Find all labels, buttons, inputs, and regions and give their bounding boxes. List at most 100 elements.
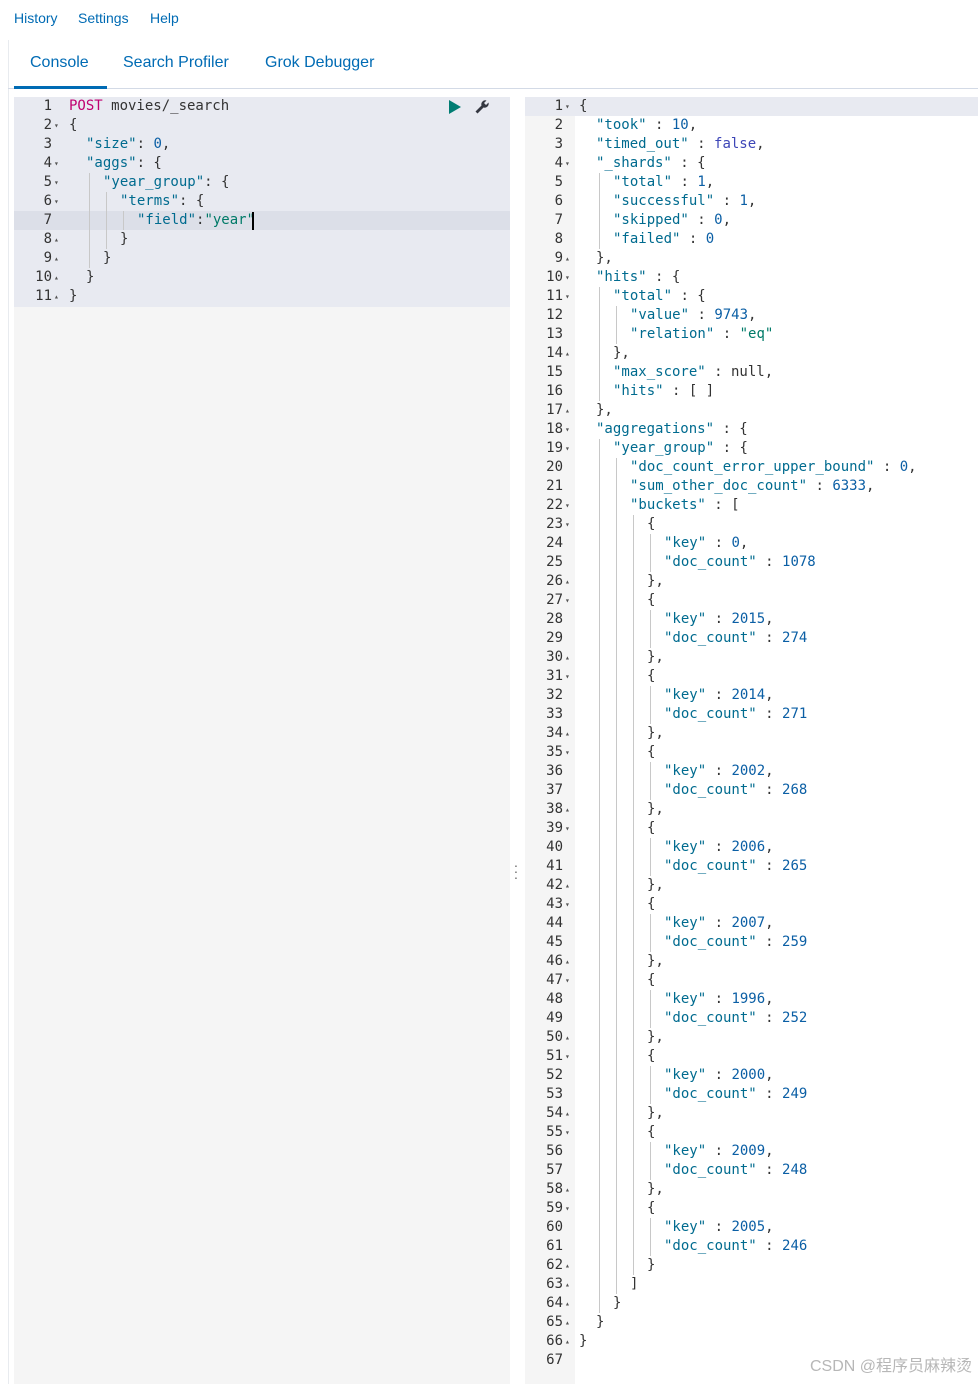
- fold-close-icon[interactable]: ▴: [54, 254, 59, 263]
- fold-close-icon[interactable]: ▴: [565, 805, 570, 814]
- fold-open-icon[interactable]: ▾: [565, 159, 570, 168]
- indent-guide: [650, 857, 651, 876]
- fold-open-icon[interactable]: ▾: [54, 178, 59, 187]
- fold-open-icon[interactable]: ▾: [565, 292, 570, 301]
- fold-close-icon[interactable]: ▴: [54, 292, 59, 301]
- fold-open-icon[interactable]: ▾: [565, 596, 570, 605]
- indent-guide: [616, 1085, 617, 1104]
- fold-close-icon[interactable]: ▴: [565, 254, 570, 263]
- indent-guide: [599, 762, 600, 781]
- indent-guide: [616, 1009, 617, 1028]
- code-token: "hits": [613, 383, 664, 399]
- fold-close-icon[interactable]: ▴: [565, 1109, 570, 1118]
- menu-history[interactable]: History: [14, 10, 58, 26]
- fold-close-icon[interactable]: ▴: [565, 577, 570, 586]
- fold-open-icon[interactable]: ▾: [565, 748, 570, 757]
- indent-guide: [616, 1047, 617, 1066]
- code-token: 0: [714, 212, 723, 228]
- fold-close-icon[interactable]: ▴: [54, 235, 59, 244]
- code-token: 268: [782, 782, 808, 798]
- fold-open-icon[interactable]: ▾: [565, 425, 570, 434]
- fold-open-icon[interactable]: ▾: [565, 102, 570, 111]
- code-token: "buckets": [630, 497, 706, 513]
- fold-close-icon[interactable]: ▴: [565, 957, 570, 966]
- response-editor[interactable]: 1▾{2"took" : 10,3"timed_out" : false,4▾"…: [525, 97, 978, 1384]
- wrench-icon[interactable]: [474, 99, 490, 115]
- line-number: 22: [546, 497, 563, 513]
- fold-open-icon[interactable]: ▾: [565, 976, 570, 985]
- line-number: 41: [546, 858, 563, 874]
- fold-close-icon[interactable]: ▴: [565, 1185, 570, 1194]
- line-number: 28: [546, 611, 563, 627]
- fold-close-icon[interactable]: ▴: [565, 1280, 570, 1289]
- indent-guide: [633, 591, 634, 610]
- fold-open-icon[interactable]: ▾: [54, 159, 59, 168]
- code-token: "doc_count": [664, 782, 757, 798]
- code-line: "hits" : {: [596, 268, 680, 287]
- fold-open-icon[interactable]: ▾: [565, 1128, 570, 1137]
- fold-open-icon[interactable]: ▾: [54, 121, 59, 130]
- fold-close-icon[interactable]: ▴: [565, 349, 570, 358]
- indent-guide: [633, 1104, 634, 1123]
- code-token: : {: [646, 269, 681, 285]
- code-token: 2007: [731, 915, 766, 931]
- code-line: "aggregations" : {: [596, 420, 748, 439]
- fold-close-icon[interactable]: ▴: [565, 729, 570, 738]
- code-line: {: [647, 971, 655, 990]
- fold-open-icon[interactable]: ▾: [565, 1052, 570, 1061]
- menu-settings[interactable]: Settings: [78, 10, 129, 26]
- fold-open-icon[interactable]: ▾: [565, 444, 570, 453]
- code-token: ,: [748, 307, 757, 323]
- code-token: 0: [705, 231, 715, 247]
- code-token: "year_group": [613, 440, 715, 456]
- code-token: :: [714, 326, 740, 342]
- play-icon[interactable]: [448, 99, 464, 115]
- fold-close-icon[interactable]: ▴: [565, 1033, 570, 1042]
- fold-close-icon[interactable]: ▴: [54, 273, 59, 282]
- fold-open-icon[interactable]: ▾: [565, 273, 570, 282]
- fold-open-icon[interactable]: ▾: [565, 520, 570, 529]
- code-line: "doc_count" : 252: [664, 1009, 807, 1028]
- fold-close-icon[interactable]: ▴: [565, 653, 570, 662]
- indent-guide: [616, 1028, 617, 1047]
- line-number: 65: [546, 1314, 563, 1330]
- tab-search-profiler[interactable]: Search Profiler: [123, 54, 229, 71]
- code-token: "value": [630, 307, 690, 323]
- indent-guide: [106, 211, 107, 230]
- indent-guide: [616, 876, 617, 895]
- line-number: 63: [546, 1276, 563, 1292]
- tab-console[interactable]: Console: [30, 54, 89, 71]
- indent-guide: [616, 705, 617, 724]
- code-token: {: [647, 668, 656, 684]
- fold-close-icon[interactable]: ▴: [565, 1261, 570, 1270]
- code-line: "total" : {: [613, 287, 706, 306]
- fold-close-icon[interactable]: ▴: [565, 1299, 570, 1308]
- fold-open-icon[interactable]: ▾: [565, 1204, 570, 1213]
- fold-open-icon[interactable]: ▾: [565, 501, 570, 510]
- code-token: }: [120, 231, 129, 247]
- fold-open-icon[interactable]: ▾: [565, 824, 570, 833]
- indent-guide: [633, 857, 634, 876]
- fold-close-icon[interactable]: ▴: [565, 881, 570, 890]
- fold-close-icon[interactable]: ▴: [565, 406, 570, 415]
- menu-help[interactable]: Help: [150, 10, 179, 26]
- fold-open-icon[interactable]: ▾: [54, 197, 59, 206]
- tab-grok-debugger[interactable]: Grok Debugger: [265, 54, 375, 71]
- line-number: 33: [546, 706, 563, 722]
- fold-open-icon[interactable]: ▾: [565, 900, 570, 909]
- indent-guide: [599, 648, 600, 667]
- indent-guide: [633, 743, 634, 762]
- indent-guide: [616, 1199, 617, 1218]
- fold-close-icon[interactable]: ▴: [565, 1318, 570, 1327]
- fold-open-icon[interactable]: ▾: [565, 672, 570, 681]
- code-token: ,: [747, 193, 757, 209]
- indent-guide: [650, 534, 651, 553]
- code-line: "key" : 0,: [664, 534, 748, 553]
- line-number: 60: [546, 1219, 563, 1235]
- fold-close-icon[interactable]: ▴: [565, 1337, 570, 1346]
- code-token: },: [647, 1181, 664, 1197]
- drag-handle-icon[interactable]: ···: [513, 857, 519, 885]
- indent-guide: [599, 591, 600, 610]
- code-line: }: [103, 249, 111, 268]
